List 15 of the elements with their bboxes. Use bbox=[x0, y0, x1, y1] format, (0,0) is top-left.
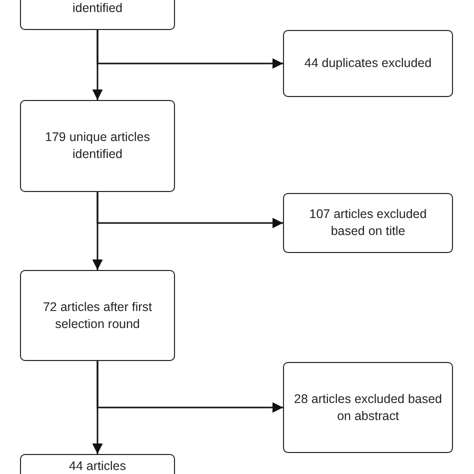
box-text: identified bbox=[71, 0, 124, 17]
process-box bbox=[283, 362, 453, 453]
box-text: 179 unique articles identified bbox=[44, 129, 151, 163]
process-box bbox=[283, 193, 453, 253]
arrow bbox=[96, 30, 283, 69]
process-box bbox=[283, 30, 453, 97]
box-text: 44 duplicates excluded bbox=[303, 55, 433, 72]
arrow bbox=[96, 192, 283, 228]
box-text: 72 articles after first selection round bbox=[42, 298, 154, 332]
arrow bbox=[96, 361, 283, 413]
box-text: 44 articles bbox=[68, 458, 127, 474]
process-box bbox=[20, 270, 175, 361]
box-text: 107 articles excluded based on title bbox=[308, 206, 428, 240]
process-box bbox=[20, 100, 175, 192]
box-text: 28 articles excluded based on abstract bbox=[293, 390, 444, 424]
